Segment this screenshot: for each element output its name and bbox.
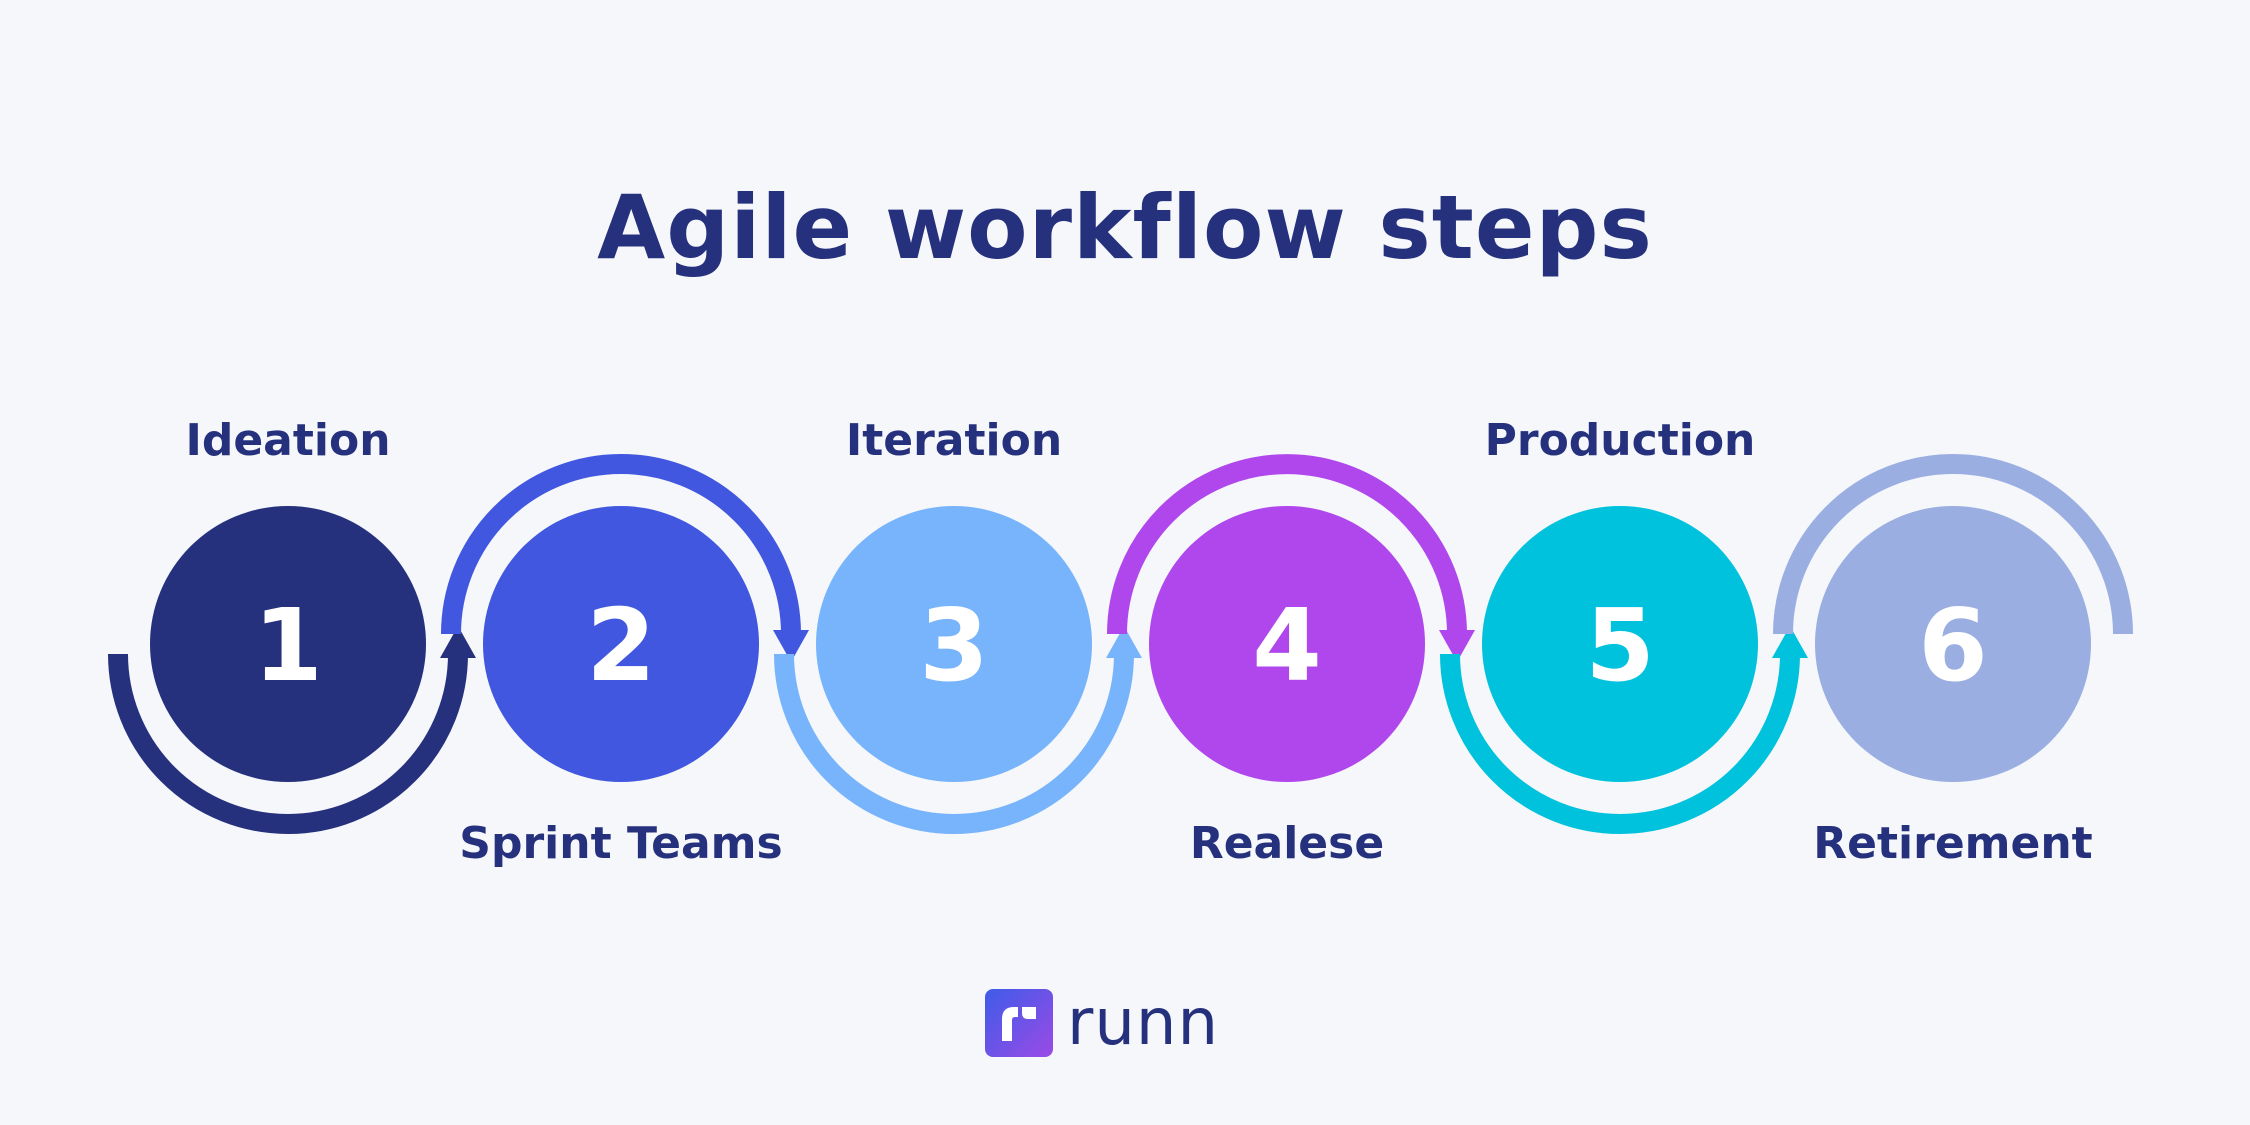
page-title: Agile workflow steps — [597, 176, 1653, 279]
step-4-circle — [1149, 506, 1425, 782]
step-2-label: Sprint Teams — [459, 818, 782, 869]
brand-logo: runn — [985, 988, 1219, 1058]
step-3-label: Iteration — [846, 415, 1062, 466]
step-1-arc — [108, 653, 468, 834]
brand-name: runn — [1067, 986, 1219, 1060]
step-6-number: 6 — [1918, 587, 1988, 704]
step-3-arrow-icon — [1106, 626, 1142, 658]
step-3-arc — [774, 653, 1134, 834]
step-1-label: Ideation — [185, 415, 390, 466]
step-5-label: Production — [1485, 415, 1756, 466]
step-2-number: 2 — [586, 587, 656, 704]
step-5: 5 Production — [1440, 415, 1808, 834]
step-3-number: 3 — [919, 587, 989, 704]
step-5-arc — [1440, 653, 1800, 834]
step-4-number: 4 — [1252, 587, 1322, 704]
step-5-circle — [1482, 506, 1758, 782]
step-4-arrow-icon — [1439, 630, 1475, 662]
step-1-number: 1 — [253, 587, 323, 704]
step-5-number: 5 — [1585, 587, 1655, 704]
step-5-arrow-icon — [1772, 626, 1808, 658]
step-2-arrow-icon — [773, 630, 809, 662]
step-2-circle — [483, 506, 759, 782]
step-3-circle — [816, 506, 1092, 782]
step-3: 3 Iteration — [774, 415, 1142, 834]
step-6-circle — [1815, 506, 2091, 782]
step-4-arc — [1107, 454, 1467, 635]
step-6-label: Retirement — [1813, 818, 2092, 869]
step-6-arc — [1773, 454, 2133, 635]
step-1: 1 Ideation — [108, 415, 476, 834]
step-2-arc — [441, 454, 801, 635]
step-1-arrow-icon — [440, 626, 476, 658]
runn-logo-icon — [985, 989, 1053, 1057]
step-4-label: Realese — [1190, 818, 1384, 869]
step-1-circle — [150, 506, 426, 782]
